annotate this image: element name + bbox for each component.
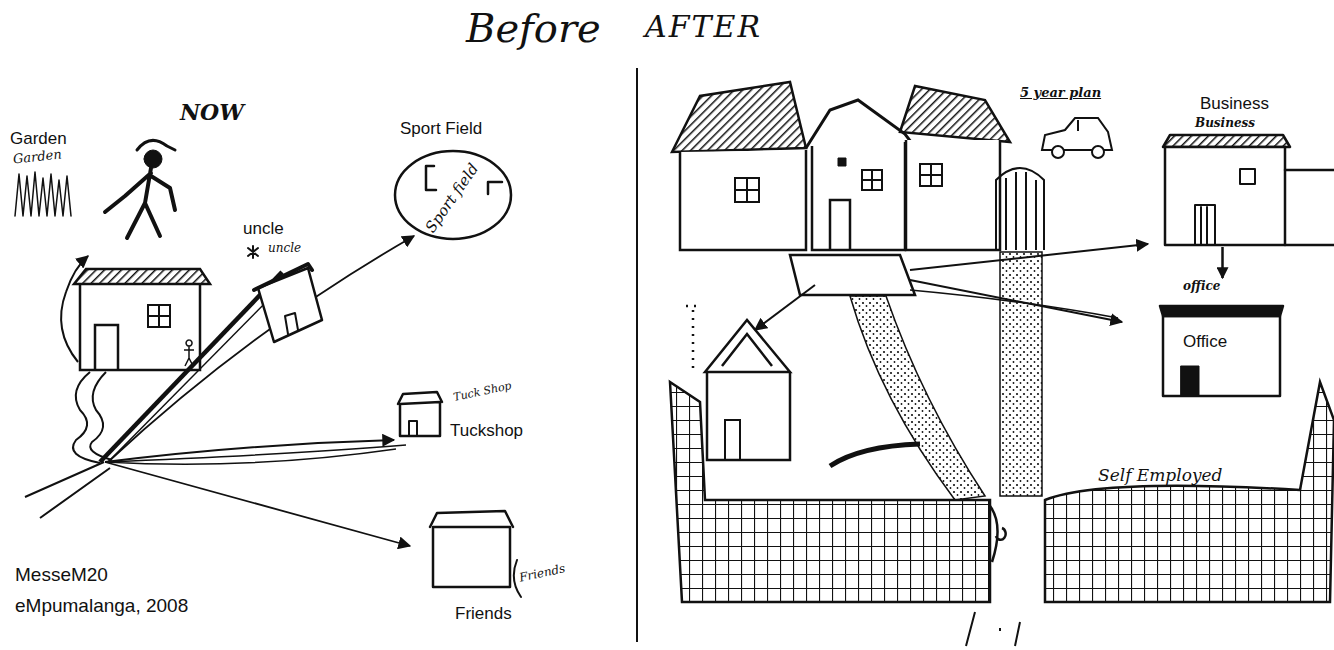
- house-door: [830, 200, 850, 250]
- building-roof: [1163, 135, 1290, 147]
- gate-tower: [996, 168, 1044, 250]
- asterisk: [248, 246, 258, 258]
- uncle-house: uncle uncle: [238, 220, 333, 355]
- path-to-uncle: [100, 272, 282, 462]
- small-house-door: [725, 420, 740, 460]
- house-roof: [806, 100, 914, 148]
- car-wheel: [1052, 146, 1104, 158]
- section-heading: Before: [466, 6, 601, 50]
- arrow-to-small-house: [755, 285, 815, 330]
- building-roof: [1160, 306, 1283, 316]
- house-roof: [254, 264, 312, 290]
- handwritten-note: Self Employed: [1098, 466, 1222, 485]
- house-window: [148, 305, 170, 327]
- section-heading: NOW: [180, 100, 244, 124]
- building-door: [1181, 366, 1199, 396]
- shop-wall: [400, 402, 440, 436]
- node-label: Sport Field: [400, 120, 482, 139]
- node-label: Garden: [10, 130, 67, 149]
- shop-door: [409, 421, 417, 436]
- dotted-path: [1000, 252, 1042, 496]
- house-window: [862, 170, 882, 190]
- shop-roof: [398, 392, 442, 404]
- house-window: [920, 164, 942, 186]
- place-date-credit: eMpumalanga, 2008: [15, 596, 188, 617]
- divider-line: [636, 68, 638, 642]
- tuckshop-building: Tuck ShopTuckshop: [395, 384, 570, 446]
- building-wall: [1165, 147, 1285, 245]
- house-roof: [74, 269, 210, 284]
- path-to-sport-field: [108, 236, 414, 462]
- building-door: [1195, 205, 1215, 245]
- section-heading: AFTER: [645, 10, 762, 43]
- house-wall: [258, 268, 322, 342]
- node-label: Business: [1200, 95, 1269, 114]
- house-window: [838, 158, 846, 166]
- handwritten-label: Friends: [518, 562, 566, 585]
- fence: [1045, 382, 1334, 602]
- house-window: [735, 178, 759, 202]
- house-door: [285, 313, 298, 334]
- road-line: [25, 462, 110, 518]
- gardener-cap: [137, 140, 175, 150]
- house-door: [95, 325, 118, 370]
- handwritten-label: Garden: [12, 147, 62, 166]
- friends-house: FriendsFriends: [425, 505, 570, 630]
- small-house-roof: [705, 320, 790, 372]
- business-building: BusinessBusiness: [1155, 95, 1334, 247]
- gate: [990, 506, 1006, 562]
- path-to-tuckshop: [105, 445, 406, 464]
- house-roof: [900, 86, 1010, 142]
- office-building: officeOffice: [1155, 278, 1290, 398]
- house-roof: [672, 82, 806, 152]
- garden-area: GardenGarden: [5, 128, 190, 253]
- gardener-body: [105, 168, 175, 238]
- path-to-tuckshop: [105, 440, 394, 462]
- node-label: uncle: [243, 220, 284, 239]
- scribble: [830, 444, 920, 466]
- grass-scribble: [15, 172, 71, 216]
- node-label: Friends: [455, 605, 512, 624]
- gardener-head: [144, 150, 162, 168]
- house-wall: [812, 142, 905, 250]
- house-roof: [430, 511, 513, 527]
- fence: [670, 382, 990, 602]
- author-credit: MesseM20: [15, 565, 108, 586]
- node-outline: [238, 220, 333, 355]
- handwritten-label: Business: [1195, 117, 1255, 130]
- house-wall: [680, 150, 806, 250]
- car: [1042, 118, 1112, 150]
- dotted-mark: [686, 306, 700, 372]
- handwritten-label: uncle: [268, 242, 301, 255]
- small-house-wall: [707, 372, 790, 460]
- building-wall: [1163, 316, 1280, 396]
- handwritten-note: 5 year plan: [1020, 86, 1101, 100]
- stick-figure: [184, 340, 194, 366]
- building-side: [1285, 170, 1334, 245]
- node-label: Office: [1183, 333, 1227, 352]
- dotted-path: [850, 296, 985, 500]
- building-window: [1240, 169, 1255, 184]
- arrow-to-garden: [61, 256, 88, 362]
- connector-arrow: [1221, 247, 1224, 278]
- node-label: Tuckshop: [450, 422, 523, 441]
- handwritten-label: Tuck Shop: [452, 380, 512, 404]
- path-to-friends: [105, 462, 410, 546]
- sport-field-oval: Sport FieldSport field: [388, 120, 523, 242]
- field-outline: [395, 151, 511, 239]
- house-wall: [80, 284, 200, 370]
- entrance-line: [966, 612, 1020, 646]
- handwritten-label: Sport field: [422, 161, 481, 236]
- path-to-uncle: [110, 290, 278, 460]
- handwritten-label: office: [1183, 280, 1220, 293]
- house-wall: [433, 527, 510, 587]
- house-wall: [906, 140, 1000, 250]
- footpath: [90, 372, 112, 460]
